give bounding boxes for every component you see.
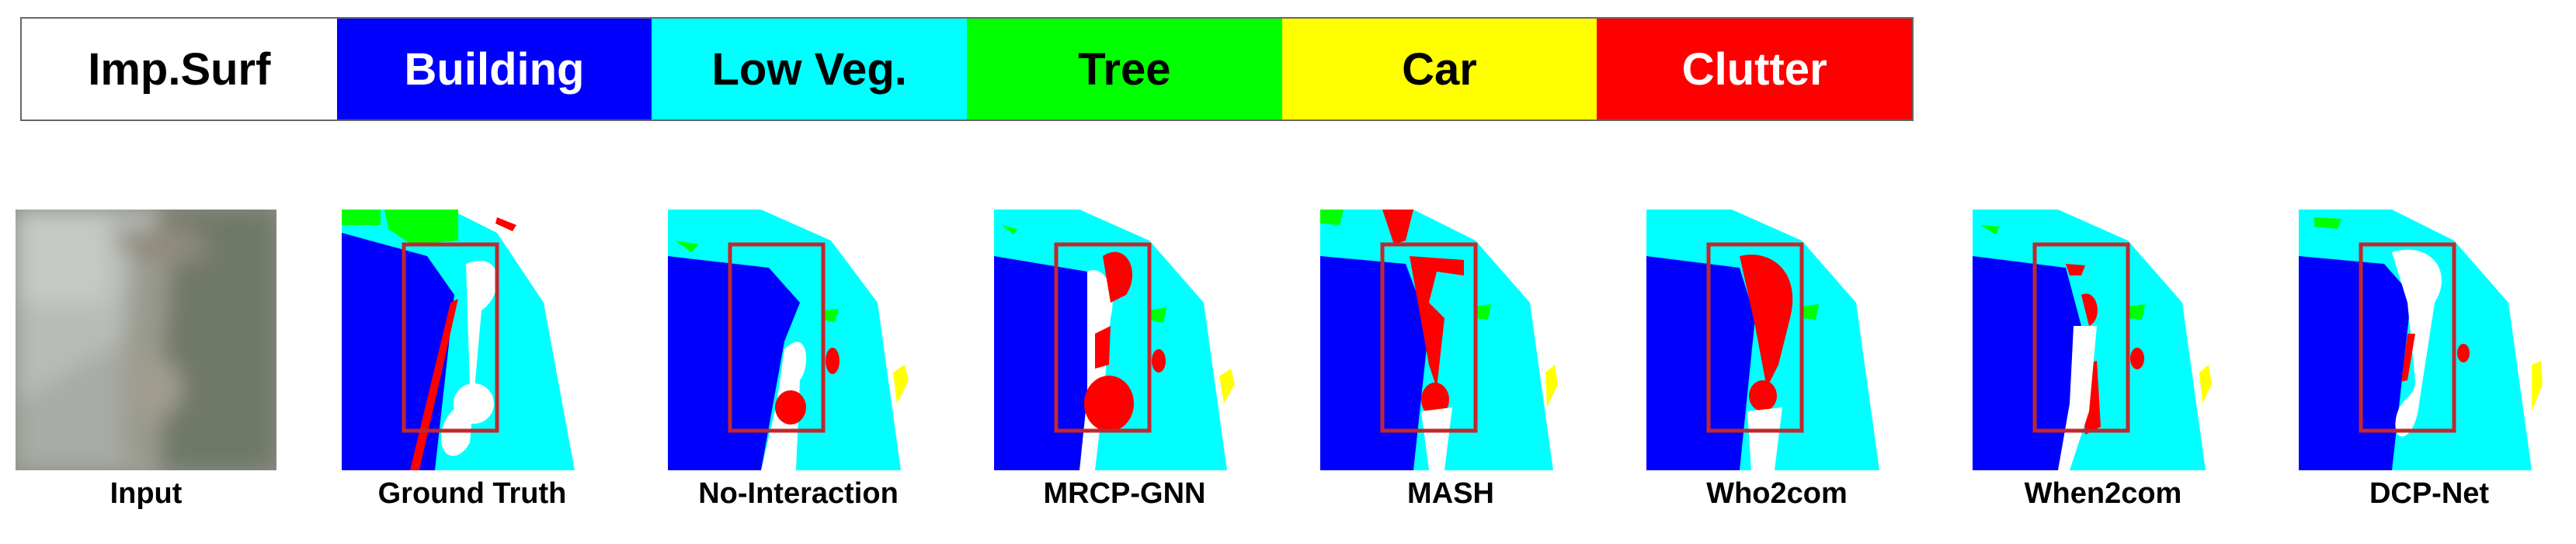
highlight-box [1706,242,1804,433]
segmentation-map-dcp-net [2299,210,2560,470]
highlight-box [402,242,499,433]
highlight-box [1380,242,1478,433]
highlight-box [2032,242,2130,433]
segmentation-map-when2com [1973,210,2234,470]
legend-tree: Tree [967,19,1282,120]
panel-caption: Input [110,477,183,510]
legend-imp-surf: Imp.Surf [22,19,337,120]
legend-clutter: Clutter [1597,19,1913,120]
panel-caption: Ground Truth [377,477,567,510]
legend-car: Car [1281,19,1597,120]
panel-caption: No-Interaction [698,477,899,510]
input-aerial-image [16,210,276,470]
panel-caption: MRCP-GNN [1043,477,1206,510]
segmentation-map-ground-truth [342,210,603,470]
class-legend: Imp.Surf Building Low Veg. Tree Car Clut… [20,17,1914,121]
legend-low-veg: Low Veg. [652,19,968,120]
input-image-panel [16,210,276,470]
panel-caption: MASH [1407,477,1494,510]
segmentation-map-no-interaction [668,210,929,470]
panel-caption: When2com [2024,477,2182,510]
segmentation-map-mrcp-gnn [994,210,1255,470]
segmentation-map-mash [1320,210,1581,470]
legend-building: Building [336,19,652,120]
highlight-box [2359,242,2456,433]
panel-caption: Who2com [1706,477,1848,510]
panel-caption: DCP-Net [2369,477,2490,510]
highlight-box [1054,242,1152,433]
highlight-box [728,242,826,433]
segmentation-map-who2com [1646,210,1907,470]
